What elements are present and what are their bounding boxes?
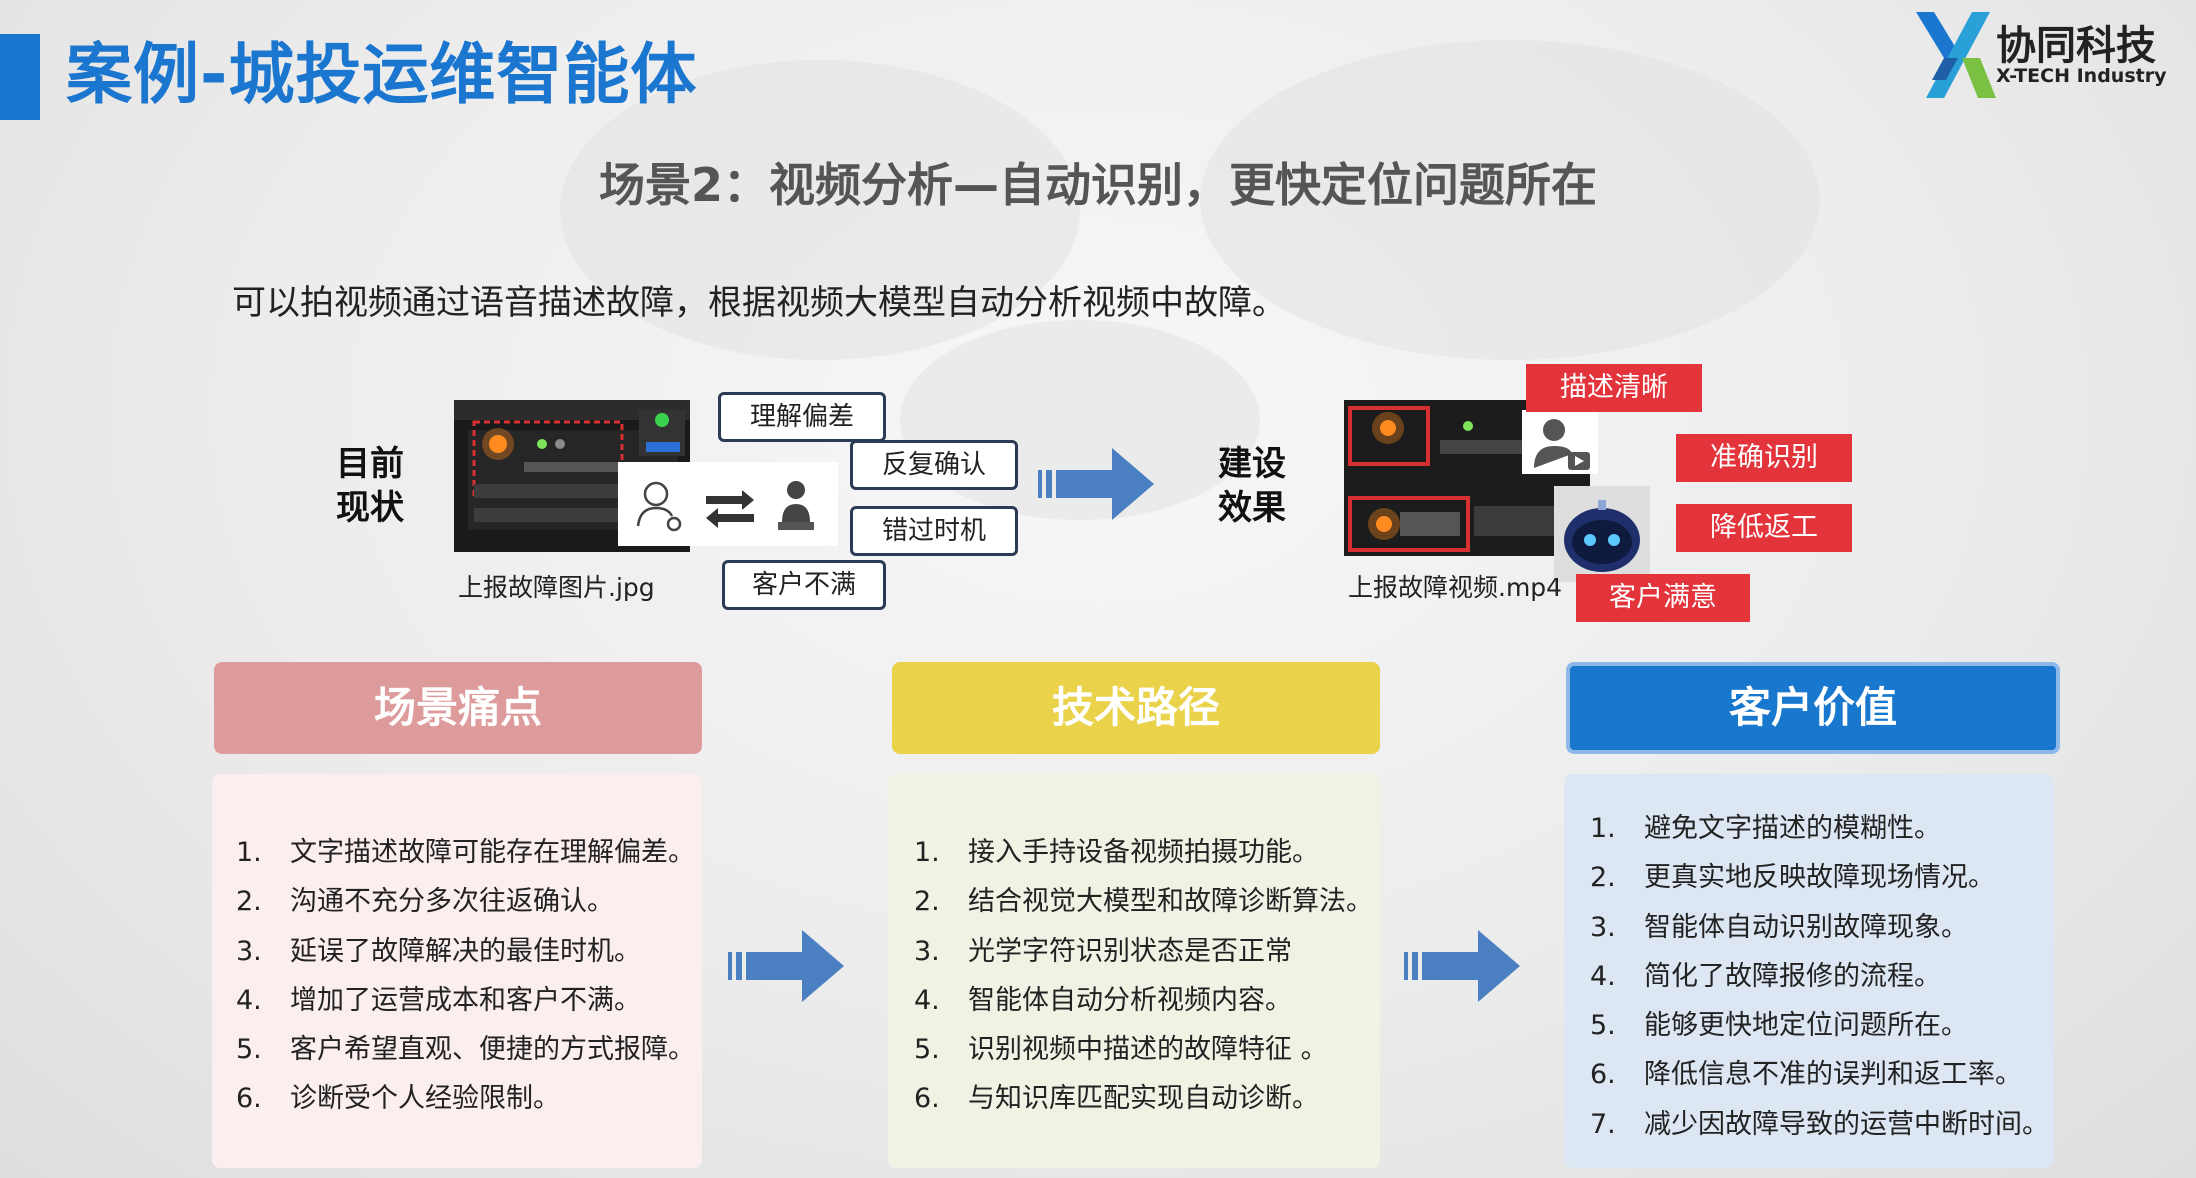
list-item: 3.光学字符识别状态是否正常 [914, 935, 1292, 967]
tech-path-list: 1.接入手持设备视频拍摄功能。 2.结合视觉大模型和故障诊断算法。 3.光学字符… [914, 828, 1373, 1124]
pain-points-box: 1.文字描述故障可能存在理解偏差。 2.沟通不充分多次往返确认。 3.延误了故障… [212, 774, 702, 1168]
robot-icon [1564, 500, 1640, 572]
customer-value-header: 客户价值 [1566, 662, 2060, 754]
list-item: 5.客户希望直观、便捷的方式报障。 [236, 1034, 695, 1066]
list-item: 1.文字描述故障可能存在理解偏差。 [236, 837, 695, 868]
list-item: 1.避免文字描述的模糊性。 [1590, 813, 1941, 844]
fault-photo-caption: 上报故障图片.jpg [458, 573, 655, 602]
customer-value-list: 1.避免文字描述的模糊性。 2.更真实地反映故障现场情况。 3.智能体自动识别故… [1590, 804, 2049, 1149]
list-item: 2.结合视觉大模型和故障诊断算法。 [914, 886, 1373, 918]
flow-arrow-icon [728, 930, 844, 1002]
current-label-line2: 现状 [336, 488, 404, 528]
list-item: 4.简化了故障报修的流程。 [1590, 960, 1941, 992]
reporter-card [1522, 410, 1598, 474]
list-item: 3.智能体自动识别故障现象。 [1590, 911, 1968, 943]
current-tag: 错过时机 [850, 506, 1018, 556]
current-label-line1: 目前 [336, 444, 404, 484]
current-label: 目前 现状 [336, 442, 404, 530]
logo-name-en: X-TECH Industry [1996, 65, 2167, 87]
list-item: 1.接入手持设备视频拍摄功能。 [914, 837, 1319, 868]
list-item: 6.降低信息不准的误判和返工率。 [1590, 1059, 2022, 1091]
future-tag: 准确识别 [1676, 434, 1852, 482]
tech-path-header: 技术路径 [892, 662, 1380, 754]
pain-points-header: 场景痛点 [214, 662, 702, 754]
future-label-line1: 建设 [1218, 444, 1286, 484]
title-accent-bar [0, 34, 40, 120]
logo-name-cn: 协同科技 [1996, 23, 2156, 69]
scene-description: 可以拍视频通过语音描述故障，根据视频大模型自动分析视频中故障。 [232, 283, 1286, 323]
exchange-arrows-icon [706, 490, 754, 528]
future-label-line2: 效果 [1218, 488, 1286, 528]
list-item: 2.更真实地反映故障现场情况。 [1590, 862, 1995, 894]
fault-video-caption: 上报故障视频.mp4 [1348, 573, 1563, 602]
current-tag: 反复确认 [850, 440, 1018, 490]
customer-service-icon [778, 481, 814, 530]
page-title: 案例-城投运维智能体 [66, 36, 698, 113]
future-tag: 描述清晰 [1526, 364, 1702, 412]
list-item: 7.减少因故障导致的运营中断时间。 [1590, 1108, 2049, 1140]
list-item: 4.智能体自动分析视频内容。 [914, 984, 1292, 1016]
scene-subtitle: 场景2：视频分析—自动识别，更快定位问题所在 [598, 158, 1597, 212]
video-reporter-icon [1534, 419, 1590, 470]
list-item: 3.延误了故障解决的最佳时机。 [236, 935, 641, 967]
list-item: 5.识别视频中描述的故障特征 。 [914, 1034, 1328, 1066]
list-item: 4.增加了运营成本和客户不满。 [236, 984, 641, 1016]
future-label: 建设 效果 [1218, 442, 1286, 530]
customer-value-box: 1.避免文字描述的模糊性。 2.更真实地反映故障现场情况。 3.智能体自动识别故… [1564, 774, 2054, 1168]
list-item: 2.沟通不充分多次往返确认。 [236, 886, 614, 918]
current-tag: 客户不满 [722, 560, 886, 610]
current-tag: 理解偏差 [718, 392, 886, 442]
tech-path-box: 1.接入手持设备视频拍摄功能。 2.结合视觉大模型和故障诊断算法。 3.光学字符… [888, 774, 1380, 1168]
future-tag: 客户满意 [1576, 574, 1750, 622]
background-map [1200, 40, 1820, 360]
list-item: 6.与知识库匹配实现自动诊断。 [914, 1083, 1319, 1115]
pain-points-list: 1.文字描述故障可能存在理解偏差。 2.沟通不充分多次往返确认。 3.延误了故障… [236, 828, 695, 1124]
future-tag: 降低返工 [1676, 504, 1852, 552]
ai-agent-card [1554, 486, 1650, 582]
list-item: 5.能够更快地定位问题所在。 [1590, 1010, 1968, 1042]
engineer-icon [636, 481, 682, 532]
xtech-logo-icon [1916, 12, 1996, 98]
background-map [560, 60, 1080, 360]
list-item: 6.诊断受个人经验限制。 [236, 1083, 560, 1115]
transition-arrow-icon [1038, 448, 1154, 520]
flow-arrow-icon [1404, 930, 1520, 1002]
communication-card [618, 462, 838, 546]
